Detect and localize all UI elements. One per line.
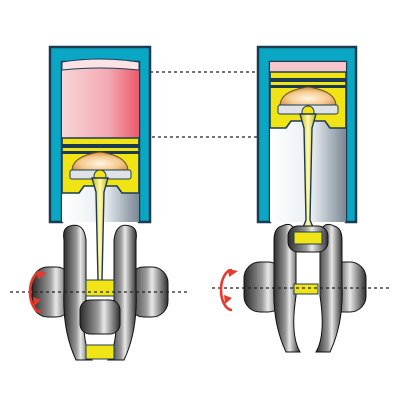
combustion-gas-left bbox=[62, 62, 139, 138]
rotation-arrow-left bbox=[28, 270, 47, 314]
cylinder-head-left bbox=[61, 58, 140, 71]
combustion-gas-right bbox=[270, 62, 346, 72]
piston-left bbox=[61, 137, 140, 194]
rotation-arrow-right bbox=[219, 268, 238, 312]
guide-lines bbox=[140, 71, 262, 138]
engine-right bbox=[212, 45, 392, 353]
engine-left bbox=[10, 45, 190, 361]
